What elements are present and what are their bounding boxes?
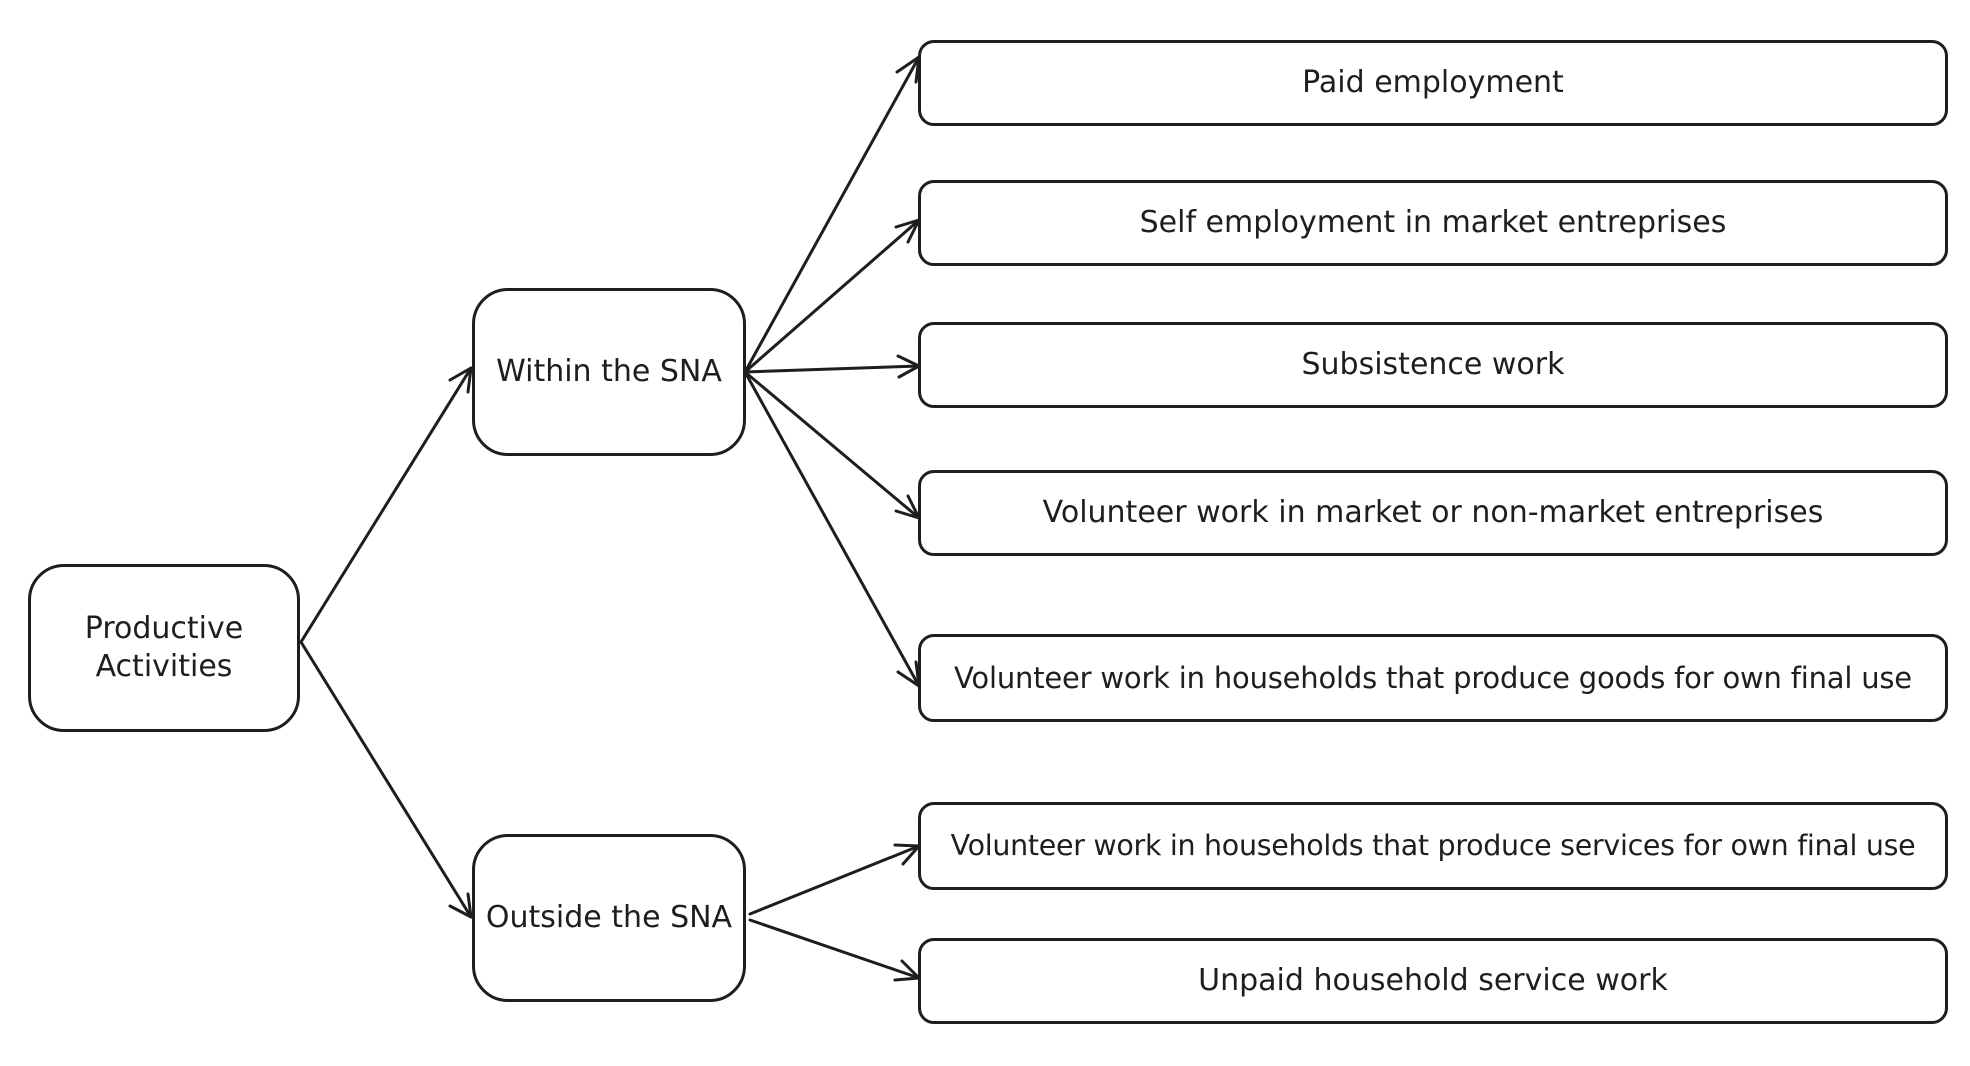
node-volunteer-services-label: Volunteer work in households that produc… — [950, 829, 1916, 862]
arrow-within-to-self-employment — [743, 218, 921, 374]
arrow-within-to-volunteer-market — [743, 370, 921, 520]
arrow-outside-to-unpaid-household — [748, 918, 921, 982]
node-unpaid-household-label: Unpaid household service work — [1198, 963, 1668, 998]
node-within-the-sna-label: Within the SNA — [496, 354, 722, 389]
arrow-root-to-outside — [299, 640, 473, 919]
node-self-employment: Self employment in market entreprises — [918, 180, 1948, 266]
node-subsistence-work-label: Subsistence work — [1301, 347, 1565, 382]
node-outside-the-sna: Outside the SNA — [472, 834, 746, 1002]
node-volunteer-goods: Volunteer work in households that produc… — [918, 634, 1948, 722]
node-volunteer-market: Volunteer work in market or non-market e… — [918, 470, 1948, 556]
node-outside-the-sna-label: Outside the SNA — [485, 900, 733, 935]
node-subsistence-work: Subsistence work — [918, 322, 1948, 408]
arrow-within-to-paid-employment — [743, 55, 921, 374]
node-volunteer-services: Volunteer work in households that produc… — [918, 802, 1948, 890]
arrow-within-to-subsistence — [743, 354, 921, 379]
node-volunteer-goods-label: Volunteer work in households that produc… — [954, 661, 1912, 695]
arrow-within-to-volunteer-goods — [743, 370, 921, 688]
node-unpaid-household: Unpaid household service work — [918, 938, 1948, 1024]
node-productive-activities-label: Productive Activities — [84, 611, 244, 684]
node-volunteer-market-label: Volunteer work in market or non-market e… — [1042, 495, 1824, 530]
node-productive-activities: Productive Activities — [28, 564, 300, 732]
arrow-outside-to-volunteer-services — [748, 843, 921, 916]
node-within-the-sna: Within the SNA — [472, 288, 746, 456]
arrow-root-to-within — [299, 366, 473, 644]
node-paid-employment-label: Paid employment — [1302, 65, 1564, 100]
node-paid-employment: Paid employment — [918, 40, 1948, 126]
node-self-employment-label: Self employment in market entreprises — [1139, 205, 1727, 240]
